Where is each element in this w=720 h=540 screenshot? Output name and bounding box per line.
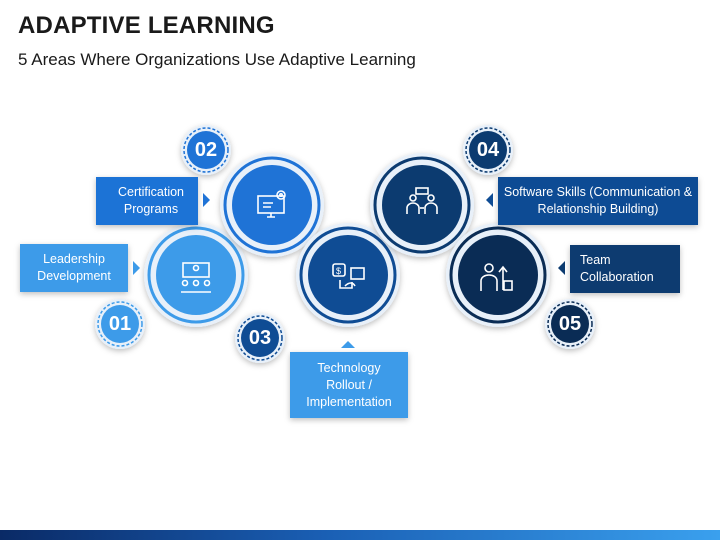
- badge-01-number: 01: [108, 312, 132, 335]
- label-technology-rollout: Technology Rollout / Implementation: [306, 360, 392, 409]
- item-04-node: [370, 153, 474, 257]
- badge-04: [463, 125, 513, 175]
- leadership-presentation-icon: [181, 262, 211, 293]
- label-leadership-development: Leadership Development: [37, 252, 111, 283]
- badge-02-number: 02: [194, 138, 218, 161]
- label-team-collaboration: Team Collaboration: [580, 253, 654, 284]
- item-03-node: [296, 223, 400, 327]
- growth-person-icon: [480, 263, 513, 291]
- badge-03-number: 03: [248, 326, 272, 349]
- label-box-03: [290, 341, 408, 418]
- badge-04-number: 04: [476, 138, 500, 161]
- badge-02: [181, 125, 231, 175]
- label-software-skills: Software Skills (Communication & Relatio…: [503, 185, 693, 216]
- label-box-02: [96, 177, 210, 225]
- badge-03: [235, 313, 285, 363]
- page-subtitle: 5 Areas Where Organizations Use Adaptive…: [18, 50, 416, 69]
- tech-rollout-icon: $: [332, 263, 365, 289]
- monitor-gear-icon: [257, 190, 286, 218]
- badge-01: [95, 299, 145, 349]
- label-box-05: [558, 245, 680, 293]
- label-box-01: [20, 244, 140, 292]
- page-title: ADAPTIVE LEARNING: [18, 12, 275, 39]
- item-01-node: [144, 223, 248, 327]
- label-box-04: [486, 177, 698, 225]
- badge-05-number: 05: [558, 312, 582, 335]
- bottom-accent-bar: [0, 530, 720, 540]
- label-certification-programs: Certification Programs: [118, 185, 184, 216]
- item-05-node: [446, 223, 550, 327]
- item-02-node: [220, 153, 324, 257]
- badge-05: [545, 299, 595, 349]
- svg-text:$: $: [336, 266, 341, 276]
- team-meeting-icon: [406, 187, 438, 214]
